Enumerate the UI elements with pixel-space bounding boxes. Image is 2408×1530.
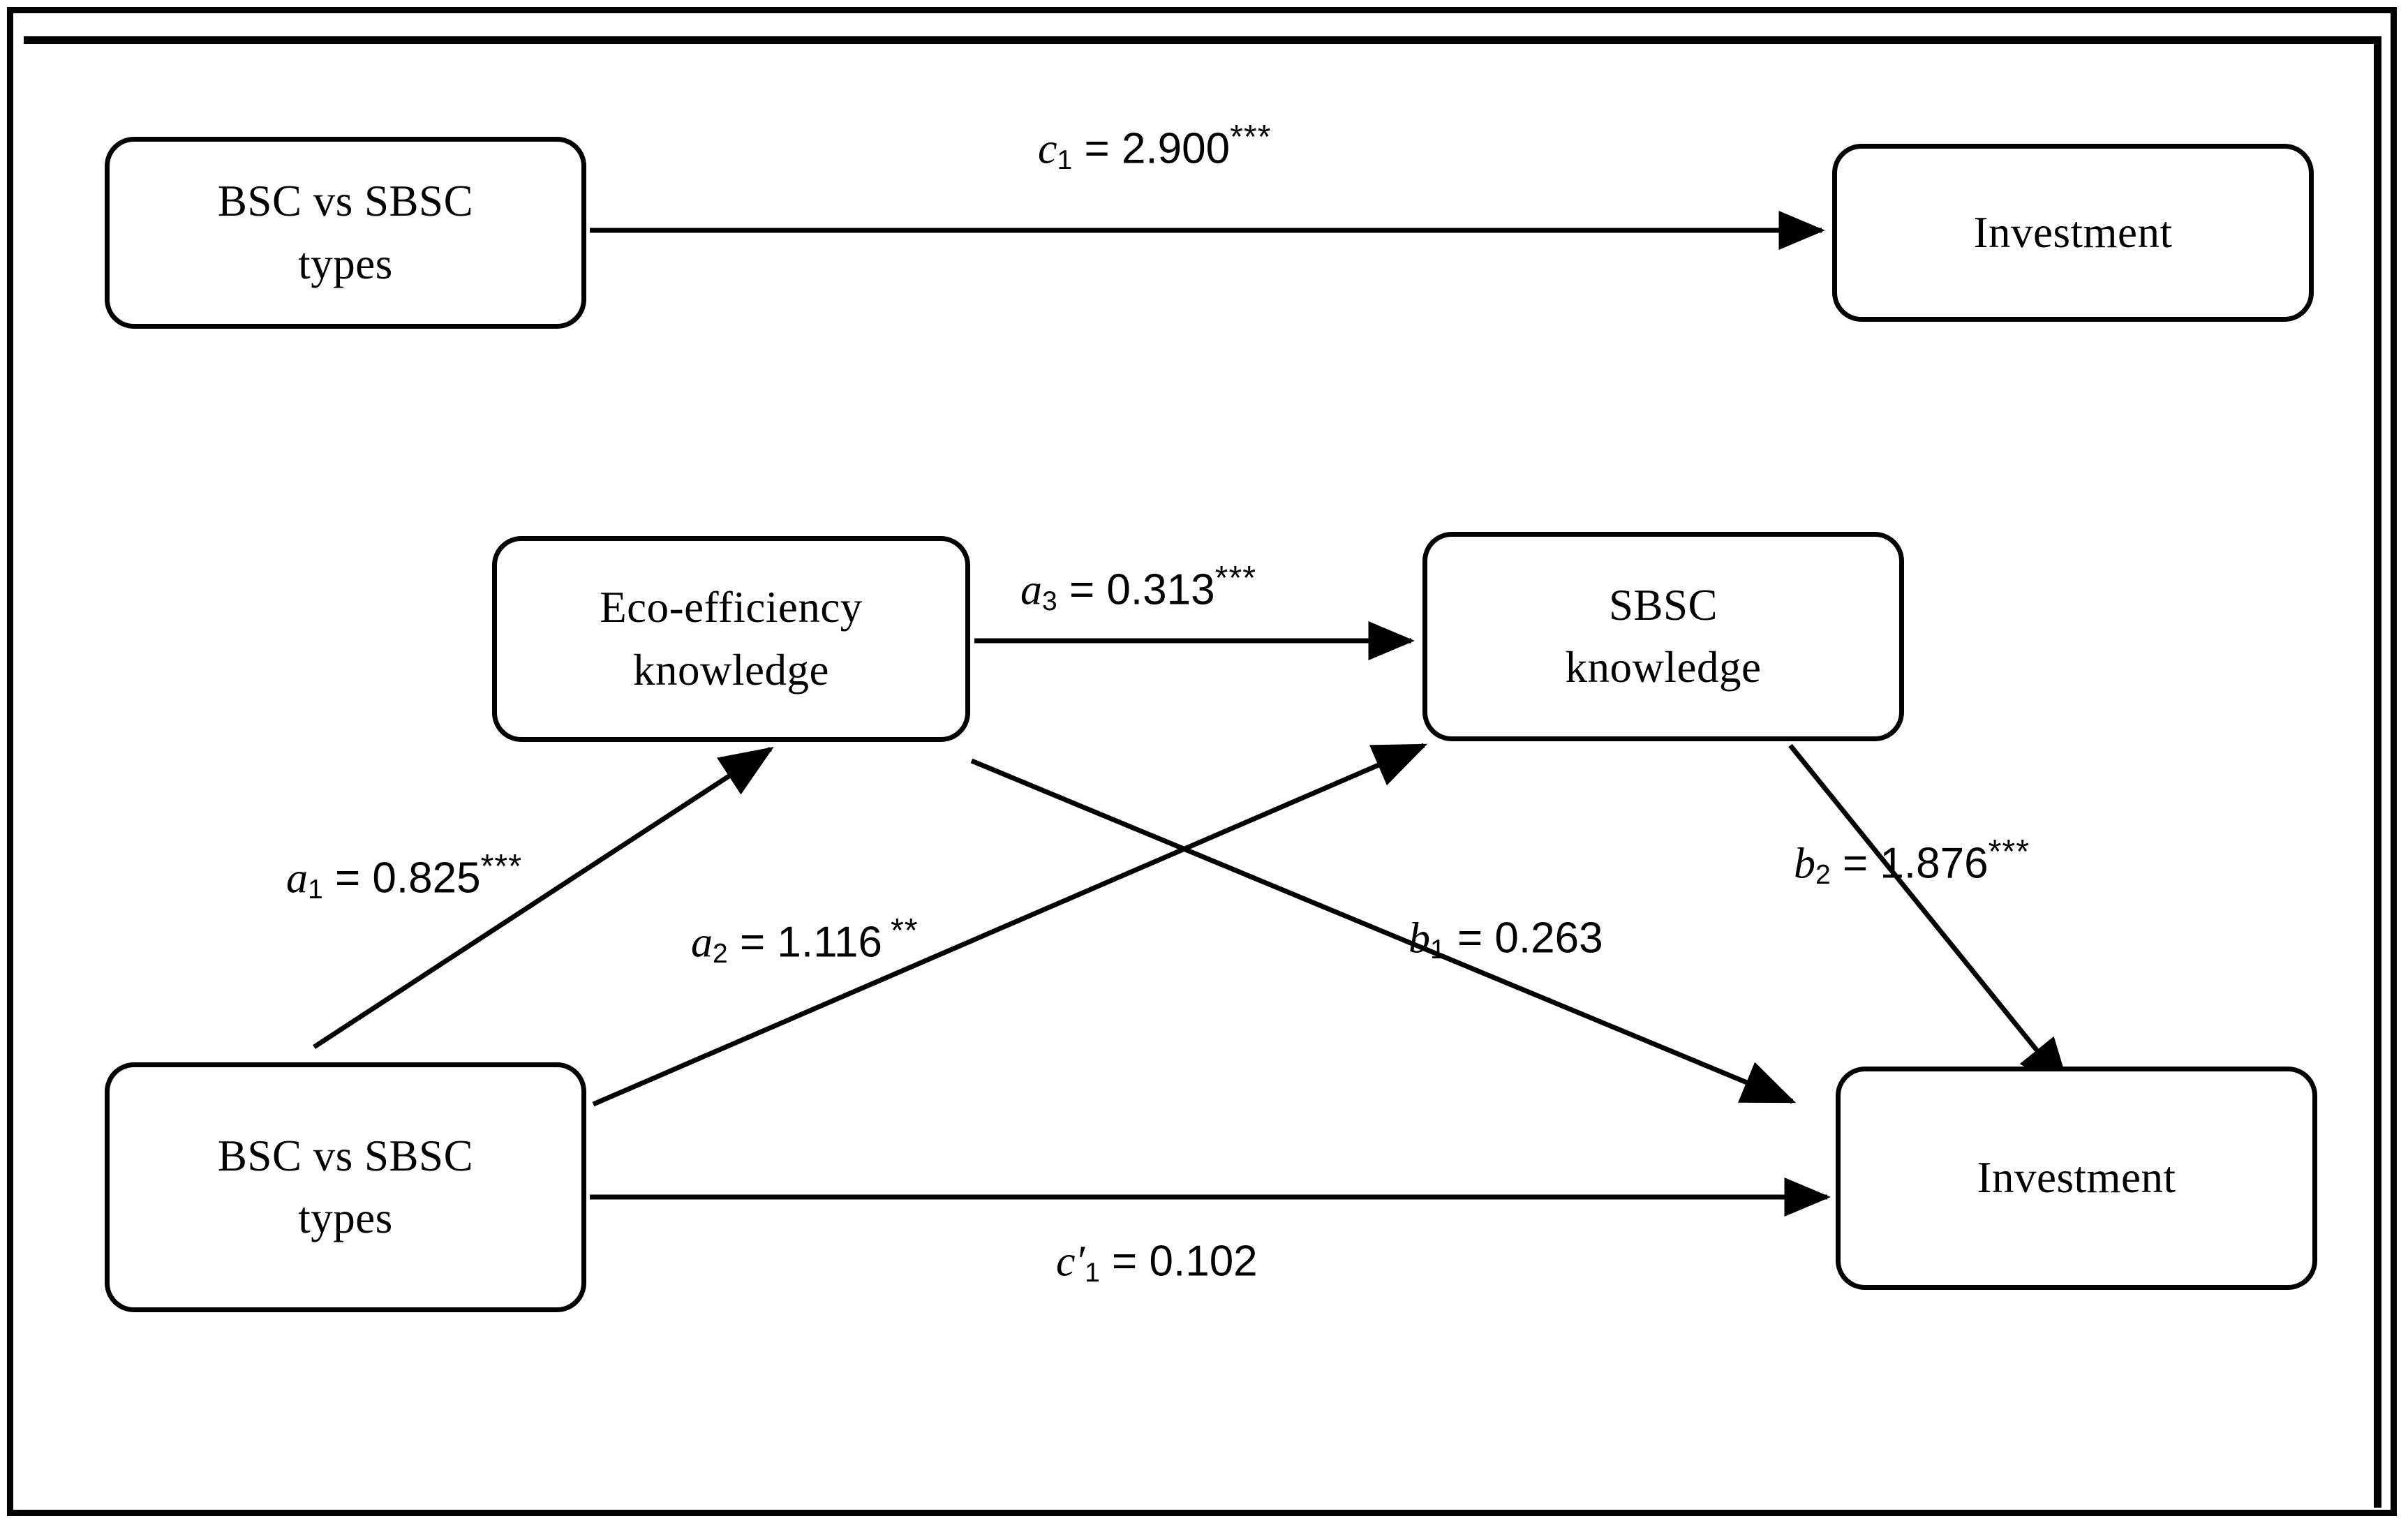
node-investment-top[interactable]: Investment <box>1832 144 2314 322</box>
path-label-a3: a3 = 0.313*** <box>1020 558 1256 617</box>
node-bsc-vs-sbsc-types-bottom[interactable]: BSC vs SBSC types <box>105 1062 586 1312</box>
path-stars-b2: *** <box>1988 833 2030 870</box>
arrow-a2 <box>592 743 1428 1107</box>
path-label-b2: b2 = 1.876*** <box>1794 832 2030 891</box>
path-equals-b1: = <box>1457 914 1483 963</box>
path-equals-a1: = <box>334 854 361 903</box>
path-label-a1: a1 = 0.825*** <box>286 847 522 905</box>
path-symbol-b1: b <box>1409 914 1430 963</box>
path-symbol-a1: a <box>286 854 308 903</box>
path-value-a2: 1.116 <box>777 918 882 967</box>
path-equals-a3: = <box>1069 565 1095 614</box>
path-symbol-b2: b <box>1794 840 1815 888</box>
node-eco-efficiency-knowledge[interactable]: Eco-efficiency knowledge <box>492 536 970 742</box>
path-equals-cprime1: = <box>1112 1237 1138 1286</box>
path-value-a1: 0.825 <box>372 854 481 903</box>
path-equals-a2: = <box>739 918 766 967</box>
path-symbol-cprime1: c <box>1056 1238 1076 1286</box>
path-stars-a1: *** <box>480 847 523 885</box>
path-subscript-cprime1: 1 <box>1085 1257 1100 1288</box>
arrow-b2 <box>1788 743 2071 1092</box>
node-label: BSC vs SBSC types <box>217 1131 474 1242</box>
path-equals-b2: = <box>1842 839 1868 888</box>
path-label-cprime1: c′1 = 0.102 <box>1056 1230 1258 1288</box>
path-prime-cprime1: ′ <box>1075 1238 1085 1286</box>
path-value-cprime1: 0.102 <box>1149 1237 1258 1286</box>
path-stars-c1: *** <box>1230 118 1272 156</box>
node-label: BSC vs SBSC types <box>217 177 474 288</box>
path-stars-a2: ** <box>890 912 919 949</box>
path-subscript-a1: 1 <box>308 874 323 905</box>
node-label: SBSC knowledge <box>1565 580 1762 692</box>
path-symbol-a3: a <box>1020 566 1042 614</box>
path-value-c1: 2.900 <box>1121 124 1231 173</box>
path-subscript-b2: 2 <box>1815 859 1831 890</box>
path-value-b1: 0.263 <box>1494 914 1603 963</box>
path-label-c1: c1 = 2.900*** <box>1038 117 1272 176</box>
path-value-b2: 1.876 <box>1880 839 1989 888</box>
path-subscript-b1: 1 <box>1430 934 1445 965</box>
node-label: Eco-efficiency knowledge <box>600 583 863 695</box>
path-value-a3: 0.313 <box>1106 565 1215 614</box>
path-symbol-a2: a <box>691 919 713 967</box>
node-label: Investment <box>1977 1153 2176 1203</box>
path-subscript-c1: 1 <box>1057 144 1073 175</box>
figure-outer-border <box>7 7 2397 1516</box>
path-label-a2: a2 = 1.116** <box>691 911 919 970</box>
arrow-b1 <box>970 758 1797 1104</box>
node-sbsc-knowledge[interactable]: SBSC knowledge <box>1422 532 1904 741</box>
path-subscript-a2: 2 <box>713 938 728 969</box>
path-subscript-a3: 3 <box>1042 586 1057 616</box>
path-label-b1: b1 = 0.263 <box>1409 907 1603 965</box>
node-label: Investment <box>1973 207 2173 257</box>
node-bsc-vs-sbsc-types-top[interactable]: BSC vs SBSC types <box>105 137 586 329</box>
figure-inner-border <box>24 36 2381 1508</box>
arrow-a1 <box>313 746 774 1049</box>
path-symbol-c1: c <box>1038 125 1057 173</box>
path-stars-a3: *** <box>1214 559 1257 597</box>
path-equals-c1: = <box>1084 124 1110 173</box>
node-investment-bottom[interactable]: Investment <box>1836 1067 2317 1290</box>
